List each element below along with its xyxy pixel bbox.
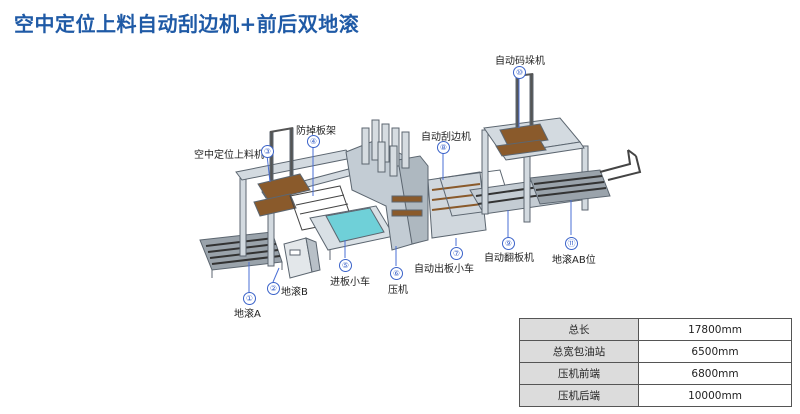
callout-number-4: ④ — [307, 135, 320, 148]
spec-label: 压机后端 — [519, 384, 639, 407]
spec-value: 10000mm — [638, 384, 792, 407]
callout-label-loading-cart: 进板小车 — [330, 277, 370, 288]
callout-label-press: 压机 — [388, 285, 408, 296]
loading-cart — [309, 205, 395, 260]
forklift-forks — [599, 149, 642, 181]
callout-number-10: ⑩ — [513, 66, 526, 79]
callout-label-auto-stacker: 自动码垛机 — [495, 56, 545, 67]
callout-number-8: ⑧ — [437, 141, 450, 154]
callout-label-ground-roller-a: 地滚A — [234, 309, 261, 320]
callout-number-6: ⑥ — [390, 267, 403, 280]
spec-label: 总宽包油站 — [519, 340, 639, 363]
callout-label-outfeed-cart: 自动出板小车 — [414, 264, 474, 275]
hot-press — [345, 119, 429, 251]
callout-number-3: ③ — [261, 145, 274, 158]
page-title: 空中定位上料自动刮边机+前后双地滚 — [14, 12, 360, 36]
callout-number-2: ② — [267, 282, 280, 295]
callout-number-5: ⑤ — [339, 259, 352, 272]
callout-number-7: ⑦ — [450, 247, 463, 260]
callout-number-11: ⑪ — [565, 237, 578, 250]
control-cabinet — [283, 237, 321, 279]
callout-leaders — [248, 78, 572, 292]
spec-value: 17800mm — [638, 318, 792, 341]
spec-table: 总长 17800mm 总宽包油站 6500mm 压机前端 6800mm 压机后端… — [519, 318, 792, 407]
callout-number-9: ⑨ — [502, 237, 515, 250]
spec-row: 压机前端 6800mm — [519, 362, 792, 385]
callout-label-panel-flipper: 自动翻板机 — [484, 253, 534, 264]
spec-row: 总宽包油站 6500mm — [519, 340, 792, 363]
callout-label-edge-scraper: 自动刮边机 — [421, 132, 471, 143]
callout-label-anti-drop-rack: 防掉板架 — [296, 126, 336, 137]
callout-label-ground-roller-ab: 地滚AB位 — [552, 255, 596, 266]
callout-label-overhead-loader: 空中定位上料机 — [194, 150, 264, 161]
spec-value: 6800mm — [638, 362, 792, 385]
callout-label-ground-roller-b: 地滚B — [281, 287, 308, 298]
spec-row: 压机后端 10000mm — [519, 384, 792, 407]
spec-row: 总长 17800mm — [519, 318, 792, 341]
spec-value: 6500mm — [638, 340, 792, 363]
callout-number-1: ① — [243, 292, 256, 305]
ground-roller-ab — [529, 169, 611, 205]
spec-label: 压机前端 — [519, 362, 639, 385]
spec-label: 总长 — [519, 318, 639, 341]
